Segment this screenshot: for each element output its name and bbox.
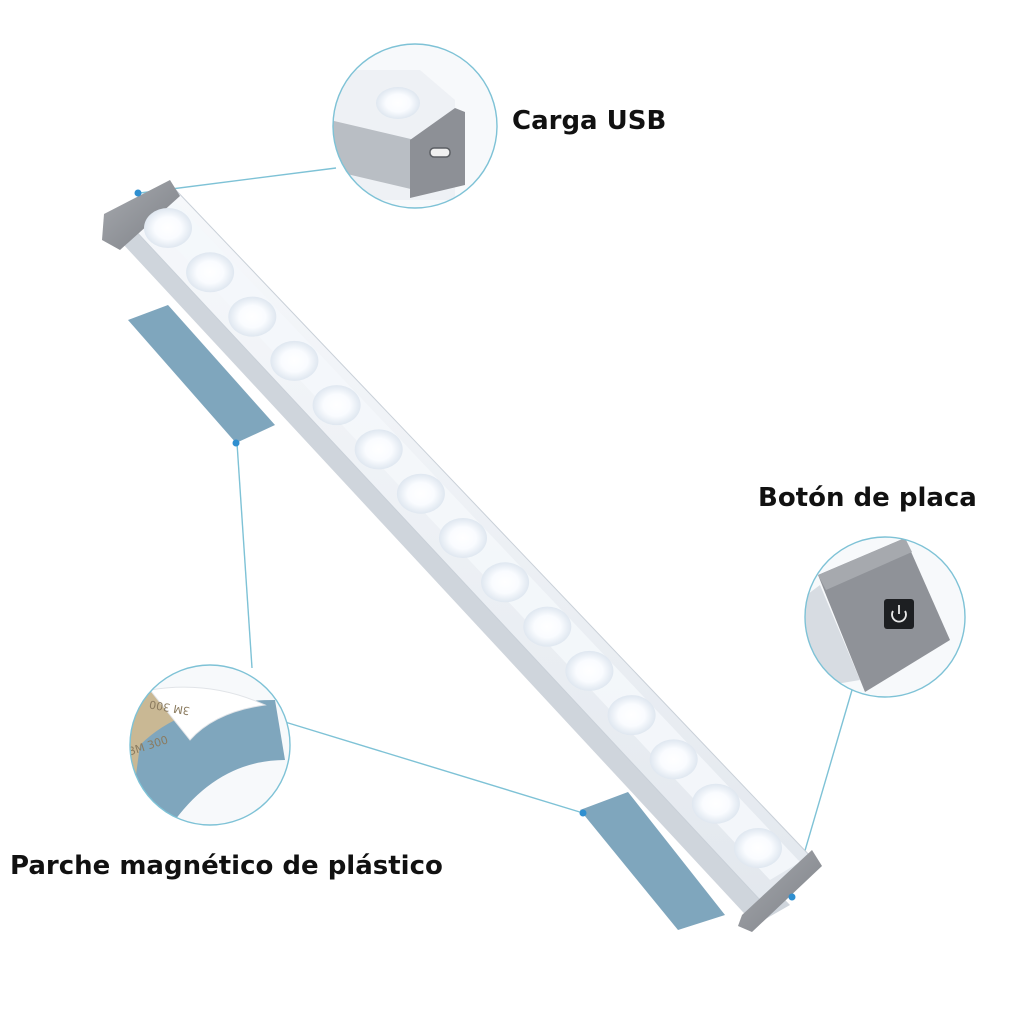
callout-dots (134, 189, 796, 901)
end-cap-top (102, 180, 180, 250)
led-light (186, 252, 235, 293)
usb-zoom-circle (332, 43, 498, 209)
led-light (228, 296, 277, 337)
patch-zoom-circle: 3M 300 3M 300 (129, 664, 291, 826)
magnetic-patch-label: Parche magnético de plástico (10, 851, 443, 881)
led-light (144, 208, 192, 248)
led-bar (102, 180, 822, 932)
led-light (565, 650, 614, 691)
led-light (691, 783, 740, 824)
usb-port-icon (429, 147, 451, 158)
led-light (312, 385, 361, 426)
usb-charge-label: Carga USB (512, 106, 667, 136)
plate-button-label: Botón de placa (758, 483, 977, 513)
led-light (649, 739, 698, 780)
led-light (607, 695, 656, 736)
led-light (523, 606, 572, 647)
magnetic-patch-top (128, 305, 275, 443)
end-cap-bottom (738, 850, 822, 932)
power-icon (884, 599, 914, 629)
led-light (396, 473, 445, 514)
led-row (144, 208, 782, 868)
magnetic-patch-bottom (580, 792, 725, 930)
led-light (439, 518, 487, 558)
led-light (734, 828, 782, 868)
led-light (354, 429, 403, 470)
led-light (481, 562, 530, 603)
led-light (270, 340, 319, 381)
button-zoom-circle (804, 536, 966, 698)
